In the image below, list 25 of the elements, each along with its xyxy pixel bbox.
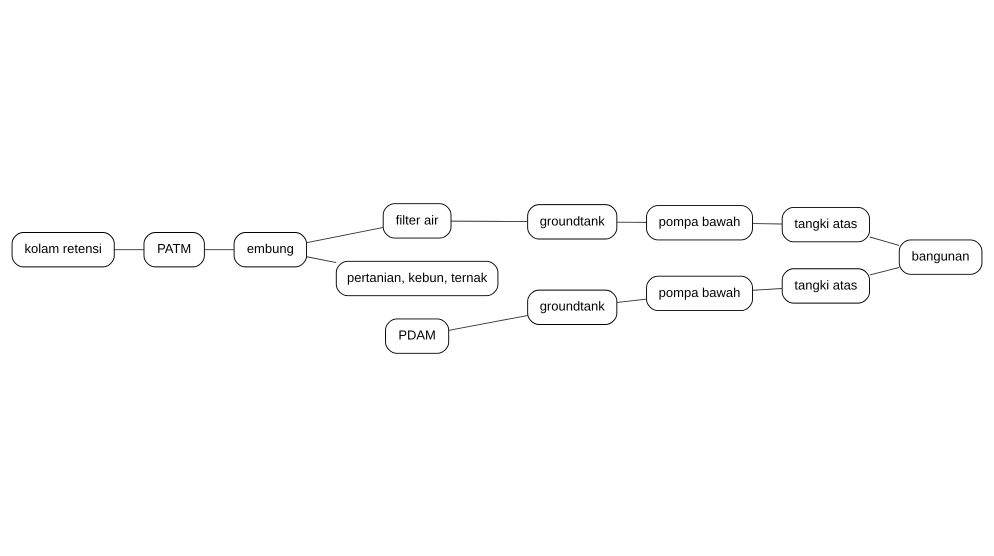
connector bbox=[616, 221, 647, 222]
node-box: filter air bbox=[382, 202, 452, 238]
node-box: groundtank bbox=[527, 204, 618, 239]
node-box: pertanian, kebun, ternak bbox=[336, 260, 498, 296]
connector bbox=[448, 314, 528, 330]
connector bbox=[204, 248, 234, 250]
node-box: pompa bawah bbox=[646, 204, 753, 240]
connector bbox=[114, 248, 144, 250]
connector bbox=[306, 226, 384, 243]
node-box: tangki atas bbox=[782, 268, 870, 304]
connector bbox=[752, 288, 783, 290]
node-box: PATM bbox=[144, 232, 205, 267]
connector bbox=[752, 222, 783, 224]
node-box: kolam retensi bbox=[12, 232, 115, 267]
connector bbox=[450, 220, 528, 222]
connector bbox=[306, 256, 337, 263]
node-box: embung bbox=[234, 232, 308, 267]
node-box: groundtank bbox=[527, 289, 618, 324]
node-box: pompa bawah bbox=[646, 275, 753, 311]
connector bbox=[869, 266, 900, 275]
node-box: bangunan bbox=[898, 238, 982, 274]
node-box: PDAM bbox=[385, 318, 450, 354]
connector bbox=[616, 298, 647, 302]
node-box: tangki atas bbox=[782, 206, 870, 242]
connector bbox=[869, 236, 900, 246]
